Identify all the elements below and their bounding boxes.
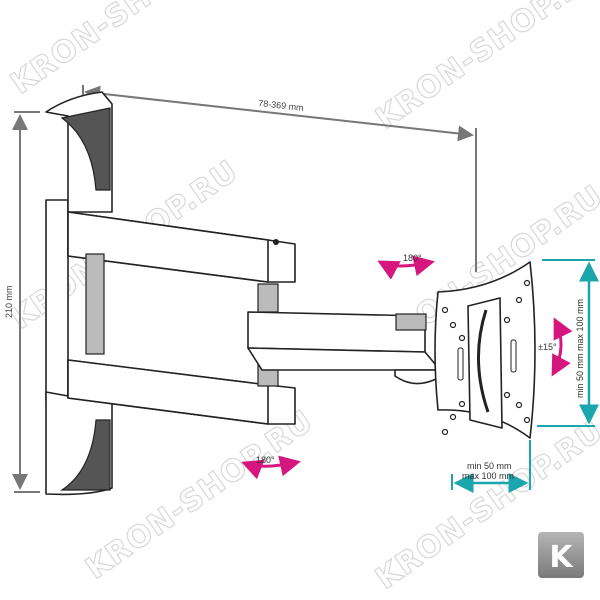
wall-plate (45, 91, 113, 496)
front-arm (247, 311, 441, 385)
kron-logo: K (538, 532, 584, 578)
logo-letter: K (549, 540, 574, 575)
lower-arm (67, 359, 296, 425)
watermark: KRON-SHOP.RU (5, 0, 245, 102)
vesa-horizontal-dimension: min 50 mm max 100 mm (451, 440, 531, 493)
swivel-bottom-indicator: 180° (241, 455, 301, 480)
vesa-plate (434, 261, 536, 439)
swivel-bottom-label: 180° (256, 455, 275, 465)
upper-arm (67, 211, 296, 283)
height-dimension: 210 mm (4, 111, 40, 493)
vesa-horizontal-max: max 100 mm (462, 471, 514, 481)
tilt-label: ±15° (538, 342, 557, 352)
extension-dimension: 78-369 mm (82, 85, 477, 272)
vesa-vertical-dimension: min 50 mm max 100 mm (537, 259, 599, 427)
vesa-horizontal-min: min 50 mm (467, 461, 512, 471)
swivel-top-indicator: 180° (377, 253, 435, 280)
watermark: KRON-SHOP.RU (370, 0, 600, 137)
tilt-indicator: ±15° (538, 317, 573, 377)
swivel-top-label: 180° (403, 253, 422, 263)
extension-label: 78-369 mm (258, 98, 304, 113)
vesa-vertical-label: min 50 mm max 100 mm (575, 299, 585, 398)
height-label: 210 mm (4, 285, 14, 318)
watermark: KRON-SHOP.RU (80, 404, 320, 587)
